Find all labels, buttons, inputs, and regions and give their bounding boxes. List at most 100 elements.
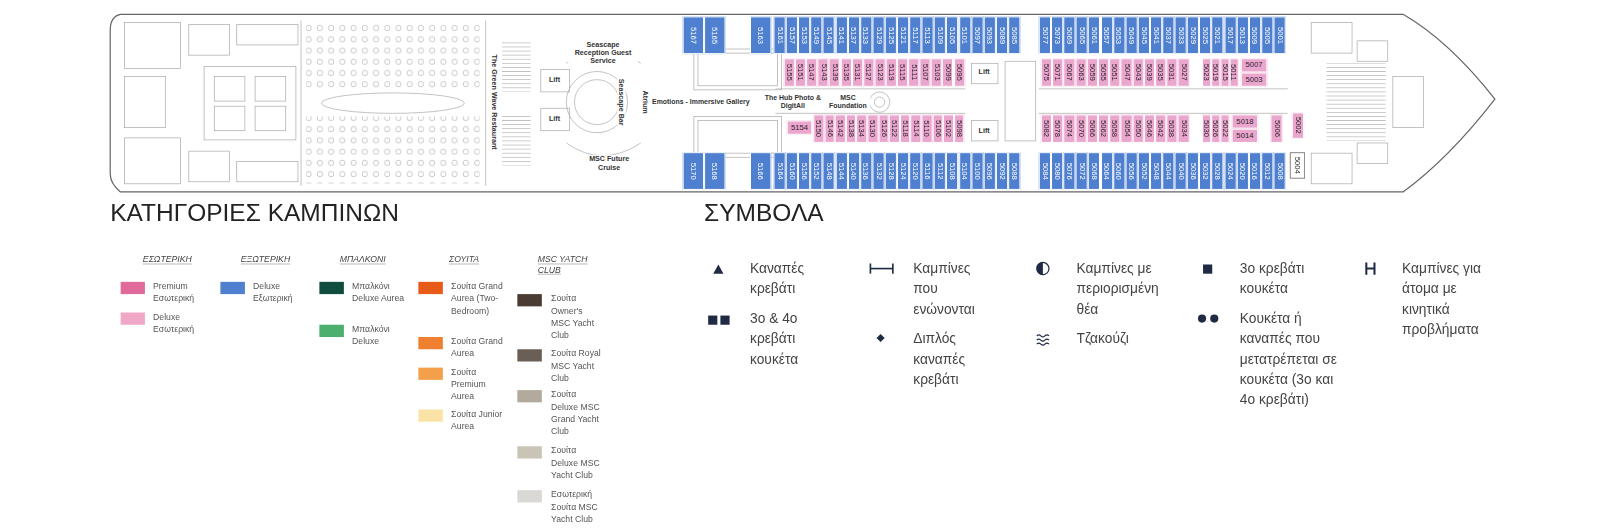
- cabin: 5003: [1241, 73, 1268, 87]
- cabin: 5019: [1211, 58, 1220, 87]
- cabin: 5161: [773, 16, 785, 54]
- cabin-number: 5168: [711, 163, 719, 180]
- cabin: 5092: [996, 152, 1008, 190]
- cabin: 5154: [787, 121, 813, 135]
- section-heading: ΚΑΤΗΓΟΡΙΕΣ ΚΑΜΠΙΝΩΝ: [110, 200, 399, 225]
- cabin-number: 5050: [1134, 120, 1142, 137]
- cabin: 5147: [806, 58, 817, 87]
- cabin-number: 5127: [865, 64, 873, 81]
- cabin: 5031: [1167, 58, 1178, 87]
- symbol-legend-text: 3ο & 4ο κρεβάτι κουκέτα: [750, 308, 817, 369]
- cabin-number: 5013: [1239, 27, 1247, 44]
- cabin: 5065: [1076, 16, 1088, 54]
- cabin-number: 5108: [949, 163, 957, 180]
- cabin-number: 5106: [934, 120, 942, 137]
- cabin: 5047: [1121, 58, 1132, 87]
- symbol-legend-text: 3ο κρεβάτι κουκέτα: [1240, 258, 1338, 299]
- cabin-number: 5048: [1152, 163, 1160, 180]
- area-label: Emotions - Immersive Gallery: [651, 98, 751, 106]
- cabin: 5029: [1187, 16, 1199, 54]
- cabin: 5067: [1064, 58, 1075, 87]
- cabin: 5072: [1076, 152, 1088, 190]
- category-swatch: [418, 337, 442, 349]
- cabin: 5132: [872, 152, 884, 190]
- cabin: 5122: [889, 114, 900, 143]
- cabin-number: 5095: [955, 64, 963, 81]
- cabin-number: 5042: [1157, 120, 1165, 137]
- cabin-number: 5082: [1043, 120, 1051, 137]
- cabin-number: 5035: [1157, 64, 1165, 81]
- cabin: 5018: [1232, 114, 1259, 128]
- cabin: 5160: [786, 152, 798, 190]
- cabin-number: 5055: [1100, 64, 1108, 81]
- category-legend-text: Εσωτερική Σουίτα MSC Yacht Club: [551, 488, 604, 525]
- category-swatch: [418, 410, 442, 422]
- cabin: 5101: [959, 16, 971, 54]
- cabin: 5046: [1144, 114, 1155, 143]
- cabin-number: 5098: [955, 120, 963, 137]
- cabin: 5078: [1052, 114, 1063, 143]
- cabin-number: 5107: [921, 64, 929, 81]
- cabin: 5042: [1155, 114, 1166, 143]
- cabin-number: 5009: [1251, 27, 1259, 44]
- cabin-number: 5031: [1168, 64, 1176, 81]
- cabin-number: 5156: [800, 163, 808, 180]
- cabin: 5006: [1270, 114, 1282, 143]
- area-label: Lift: [978, 127, 991, 135]
- cabin-number: 5062: [1100, 120, 1108, 137]
- cabin-number: 5049: [1128, 27, 1136, 44]
- cabin: 5142: [835, 114, 846, 143]
- cabin-number: 5053: [1115, 27, 1123, 44]
- area-label: Atrium: [641, 90, 649, 115]
- cabin-number: 5138: [847, 120, 855, 137]
- cabin-number: 5147: [808, 64, 816, 81]
- cabin: 5033: [1175, 16, 1187, 54]
- cabin: 5104: [959, 152, 971, 190]
- cabin-number: 5153: [800, 27, 808, 44]
- cabin-number: 5085: [1010, 27, 1018, 44]
- cabin-number: 5129: [875, 27, 883, 44]
- cabin: 5007: [1241, 58, 1268, 72]
- cabin: 5026: [1211, 114, 1220, 143]
- cabin: 5028: [1212, 152, 1224, 190]
- category-swatch: [418, 368, 442, 380]
- cabin: 5013: [1236, 16, 1248, 54]
- cabin-number: 5067: [1066, 64, 1074, 81]
- category-legend-text: Premium Εσωτερική: [153, 280, 214, 305]
- cabin-number: 5113: [924, 27, 932, 43]
- cabin-number: 5116: [924, 163, 932, 179]
- cabin-number: 5120: [912, 163, 920, 180]
- cabin: 5039: [1144, 58, 1155, 87]
- cabin: 5120: [909, 152, 921, 190]
- cabin-number: 5033: [1177, 27, 1185, 44]
- cabin-number: 5146: [826, 120, 834, 137]
- cabin: 5012: [1261, 152, 1273, 190]
- cabin: 5043: [1132, 58, 1143, 87]
- cabin-number: 5099: [944, 64, 952, 81]
- cabin: 5052: [1138, 152, 1150, 190]
- cabin-number: 5167: [690, 27, 698, 44]
- category-swatch: [319, 325, 343, 337]
- cabin: 5129: [872, 16, 884, 54]
- cabin: 5050: [1132, 114, 1143, 143]
- cabin-number: 5142: [836, 120, 844, 137]
- cabin-number: 5157: [788, 27, 796, 44]
- cabin: 5021: [1212, 16, 1224, 54]
- cabin-number: 5026: [1212, 120, 1220, 137]
- cabin: 5009: [1249, 16, 1261, 54]
- cabin-number: 5040: [1177, 163, 1185, 180]
- cabin: 5115: [897, 58, 908, 87]
- cabin: 5074: [1064, 114, 1075, 143]
- cabin: 5112: [934, 152, 946, 190]
- category-heading: ΕΞΩΤΕΡΙΚΗ: [241, 254, 290, 264]
- area-label: The Hub Photo & DigitAll: [760, 94, 825, 110]
- cabin-number: 5164: [776, 163, 784, 180]
- symbol-legend-text: Καμπίνες που ενώνονται: [913, 258, 995, 319]
- symbol-legend-text: Καμπίνες με περιορισμένη θέα: [1077, 258, 1173, 319]
- cabin-number: 5089: [998, 27, 1006, 44]
- cabin-number: 5165: [711, 27, 719, 44]
- cabin-number: 5109: [936, 27, 944, 44]
- cabin: 5075: [1041, 58, 1052, 87]
- category-legend-text: Σουίτα Premium Aurea: [451, 366, 504, 403]
- cabin-number: 5149: [813, 27, 821, 44]
